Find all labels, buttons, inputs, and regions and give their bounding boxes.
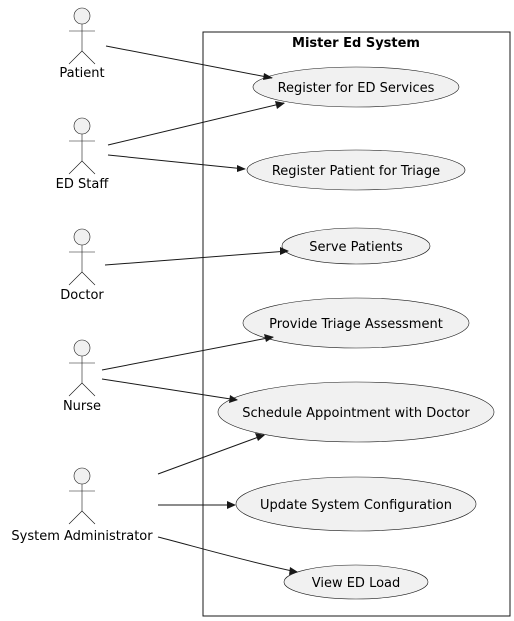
actor-nurse: Nurse (63, 339, 101, 414)
use-case-label: Provide Triage Assessment (269, 317, 443, 332)
use-case-serve-patients: Serve Patients (281, 227, 431, 265)
association-patient-register-ed (105, 45, 273, 80)
actor-head (73, 339, 91, 357)
actor-head (73, 467, 91, 485)
actor-label-nurse: Nurse (63, 399, 101, 414)
association-doctor-serve-patients (104, 247, 289, 266)
use-case-label: View ED Load (312, 576, 401, 591)
actor-head (73, 7, 91, 25)
actor-label-patient: Patient (59, 66, 104, 81)
use-case-label: Update System Configuration (260, 498, 452, 513)
system-title: Mister Ed System (292, 36, 420, 51)
actor-label-ed-staff: ED Staff (56, 177, 110, 192)
association-nurse-schedule-appointment (101, 378, 238, 403)
actor-head (73, 117, 91, 135)
use-case-label: Schedule Appointment with Doctor (242, 406, 470, 421)
use-case-schedule-appointment: Schedule Appointment with Doctor (217, 381, 495, 443)
actor-label-system-administrator: System Administrator (11, 529, 153, 544)
actor-head (73, 228, 91, 246)
association-sysadmin-schedule-appointment (157, 433, 265, 475)
association-ed-staff-register-ed (107, 101, 285, 146)
actor-ed-staff: ED Staff (56, 117, 110, 192)
association-nurse-triage-assessment (101, 334, 274, 371)
actor-system-administrator: System Administrator (11, 467, 153, 544)
actor-doctor: Doctor (60, 228, 104, 303)
use-case-label: Register for ED Services (278, 81, 435, 96)
use-case-update-config: Update System Configuration (235, 476, 477, 532)
use-case-view-load: View ED Load (283, 564, 429, 600)
association-sysadmin-view-load (157, 536, 298, 575)
use-case-label: Serve Patients (309, 240, 403, 255)
association-sysadmin-update-config (158, 501, 236, 509)
association-ed-staff-register-triage (107, 154, 246, 172)
use-case-register-triage: Register Patient for Triage (246, 149, 466, 191)
actor-patient: Patient (59, 7, 105, 81)
use-case-triage-assessment: Provide Triage Assessment (242, 297, 470, 349)
use-case-label: Register Patient for Triage (272, 164, 440, 179)
system-boundary (202, 31, 511, 617)
use-case-register-ed: Register for ED Services (252, 66, 460, 108)
actor-label-doctor: Doctor (60, 288, 104, 303)
